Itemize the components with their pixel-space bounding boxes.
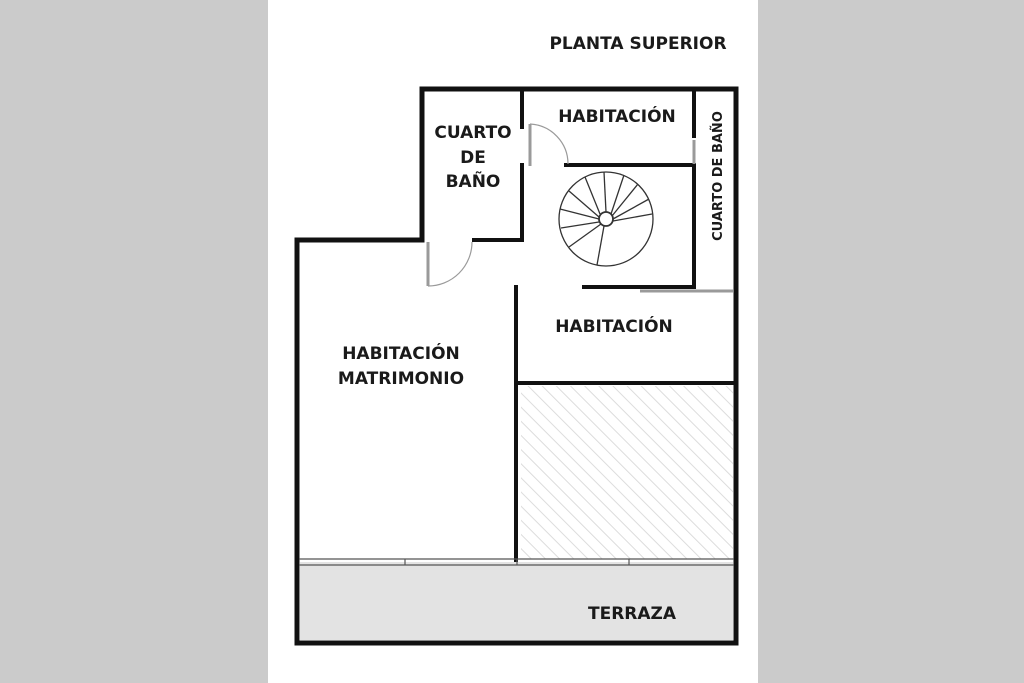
spiral-staircase-icon [558,171,654,267]
plan-title: PLANTA SUPERIOR [549,34,726,54]
label-bath-left-line3: BAÑO [446,169,501,192]
right-margin-panel [758,0,1024,683]
label-terrace: TERRAZA [588,604,677,624]
interior-walls [472,90,736,562]
label-bedroom-middle: HABITACIÓN [555,315,673,337]
bath-left-door-swing [426,241,473,287]
terrace-area [300,562,733,640]
label-bedroom-top: HABITACIÓN [558,105,676,127]
label-bath-left-line1: CUARTO [434,123,511,143]
void-hatched-area [521,386,733,559]
label-bath-left-line2: DE [460,148,486,168]
label-master-line2: MATRIMONIO [338,369,464,389]
outer-walls [294,86,739,646]
left-margin-panel [0,0,268,683]
bedroom-top-door-swing [528,123,569,166]
label-bath-right: CUARTO DE BAÑO [710,111,726,241]
terrace-railing [299,558,734,566]
label-master-line1: HABITACIÓN [342,342,460,364]
